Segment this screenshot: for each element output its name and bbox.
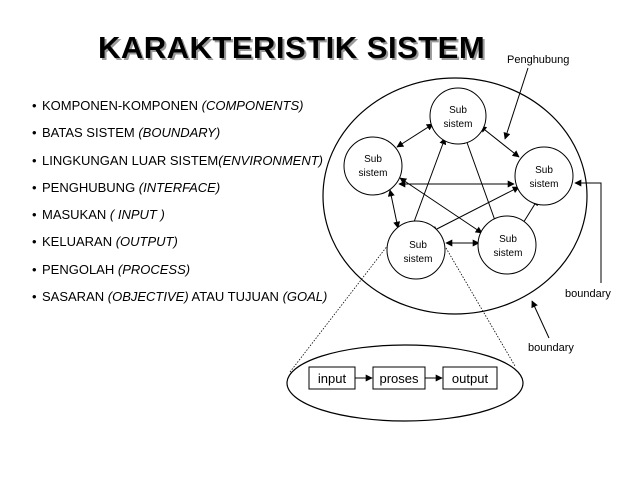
link-left-bottomleft [387, 189, 401, 229]
characteristics-list: •KOMPONEN-KOMPONEN (COMPONENTS) •BATAS S… [32, 96, 327, 314]
boundary-pointer-bottom [531, 300, 550, 339]
process-box: proses [372, 366, 426, 390]
svg-text:sistem: sistem [444, 119, 473, 130]
subsystem-right: Sub sistem [514, 146, 574, 206]
svg-text:Sub: Sub [364, 154, 382, 165]
subsystem-bottom-left: Sub sistem [386, 220, 446, 280]
interface-pointer-arrow [503, 67, 529, 140]
input-box: input [308, 366, 356, 390]
list-item: •BATAS SISTEM (BOUNDARY) [32, 125, 221, 141]
list-item: •LINGKUNGAN LUAR SISTEM(ENVIRONMENT) [32, 152, 323, 168]
boundary-label-bottom: boundary [528, 342, 574, 354]
link-top-left [396, 123, 434, 148]
list-item: •PENGHUBUNG (INTERFACE) [32, 179, 221, 195]
subsystem-left: Sub sistem [343, 136, 403, 196]
svg-text:input: input [318, 371, 347, 386]
subsystem-top: Sub sistem [429, 87, 487, 145]
svg-text:sistem: sistem [359, 168, 388, 179]
link-top-right [479, 125, 520, 158]
output-box: output [442, 366, 498, 390]
svg-text:proses: proses [379, 371, 419, 386]
list-item: •SASARAN (OBJECTIVE) ATAU TUJUAN (GOAL) [32, 289, 328, 305]
interface-label: Penghubung [507, 54, 569, 66]
subsystem-bottom-right: Sub sistem [477, 215, 537, 275]
list-item: •MASUKAN ( INPUT ) [32, 207, 165, 223]
system-boundary-ellipse [322, 77, 588, 315]
svg-text:Sub: Sub [499, 234, 517, 245]
boundary-pointer-right [574, 179, 602, 283]
svg-text:output: output [452, 371, 489, 386]
svg-text:Sub: Sub [409, 240, 427, 251]
svg-text:Sub: Sub [535, 165, 553, 176]
link-right-bottomleft [430, 186, 520, 233]
svg-text:sistem: sistem [404, 254, 433, 265]
svg-text:sistem: sistem [530, 179, 559, 190]
list-item: •PENGOLAH (PROCESS) [32, 261, 191, 277]
boundary-label-right: boundary [565, 288, 611, 300]
page-title: KARAKTERISTIK SISTEM [98, 30, 486, 65]
list-item: •KOMPONEN-KOMPONEN (COMPONENTS) [32, 98, 304, 113]
list-item: •KELUARAN (OUTPUT) [32, 234, 178, 250]
svg-text:Sub: Sub [449, 105, 467, 116]
svg-text:sistem: sistem [494, 248, 523, 259]
